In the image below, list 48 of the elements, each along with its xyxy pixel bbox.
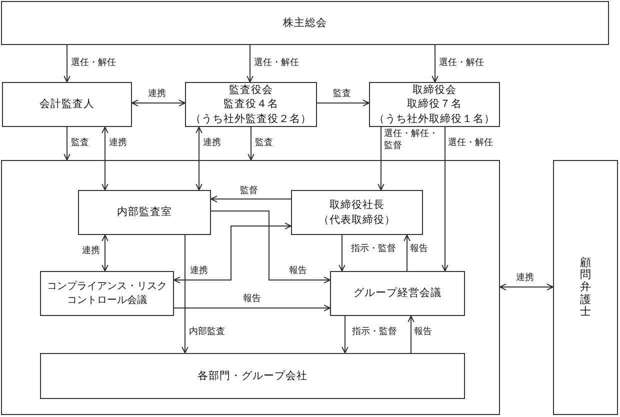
- arrow: [378, 126, 384, 190]
- arrow: [210, 196, 292, 202]
- arrow: [342, 316, 348, 354]
- node-label: コンプライアンス・リスクコントロール会議: [46, 280, 168, 307]
- node-label: 取締役社長: [330, 198, 384, 212]
- arrow: [64, 126, 70, 160]
- arrow: [102, 126, 108, 190]
- arrow: [248, 126, 254, 160]
- org-box: [1, 1, 609, 45]
- arrow: [500, 284, 554, 290]
- arrow: [196, 126, 202, 190]
- node-label: 取締役会: [412, 83, 456, 98]
- node-label: 内部監査室: [117, 205, 172, 220]
- node-label: （うち社外取締役１名）: [374, 112, 495, 126]
- arrow: [316, 100, 370, 106]
- arrow: [174, 222, 292, 284]
- arrow: [182, 234, 188, 354]
- org-box: [330, 271, 465, 316]
- org-box: [185, 82, 317, 127]
- arrow: [408, 316, 414, 354]
- node-label: （代表取締役）: [318, 212, 396, 227]
- org-box: [291, 190, 423, 235]
- arrow: [64, 44, 70, 82]
- arrow: [442, 126, 448, 272]
- node-label: 各部門・グループ会社: [198, 368, 308, 384]
- arrow: [432, 44, 438, 82]
- arrow: [174, 304, 330, 312]
- arrow: [246, 44, 254, 82]
- org-box: [2, 82, 132, 127]
- org-box: [78, 190, 211, 235]
- node-label: 監査役４名: [224, 97, 278, 112]
- org-box: [40, 271, 174, 316]
- node-label: グループ経営会議: [354, 286, 442, 301]
- group-frame: [1, 160, 500, 415]
- org-box: [40, 353, 465, 399]
- org-box: [553, 160, 618, 415]
- node-label: 取締役７名: [407, 97, 462, 112]
- node-label: 会計監査人: [40, 97, 94, 112]
- arrow: [338, 234, 346, 272]
- node-label: 監査役会: [229, 83, 273, 98]
- node-label: 株主総会: [283, 16, 327, 30]
- arrow: [404, 234, 410, 272]
- arrow: [102, 234, 108, 272]
- org-box: [369, 82, 500, 127]
- node-label: （うち社外監査役２名）: [190, 112, 312, 126]
- arrow: [210, 210, 330, 284]
- node-label: 顧問弁護士: [580, 257, 591, 318]
- arrow: [132, 100, 186, 106]
